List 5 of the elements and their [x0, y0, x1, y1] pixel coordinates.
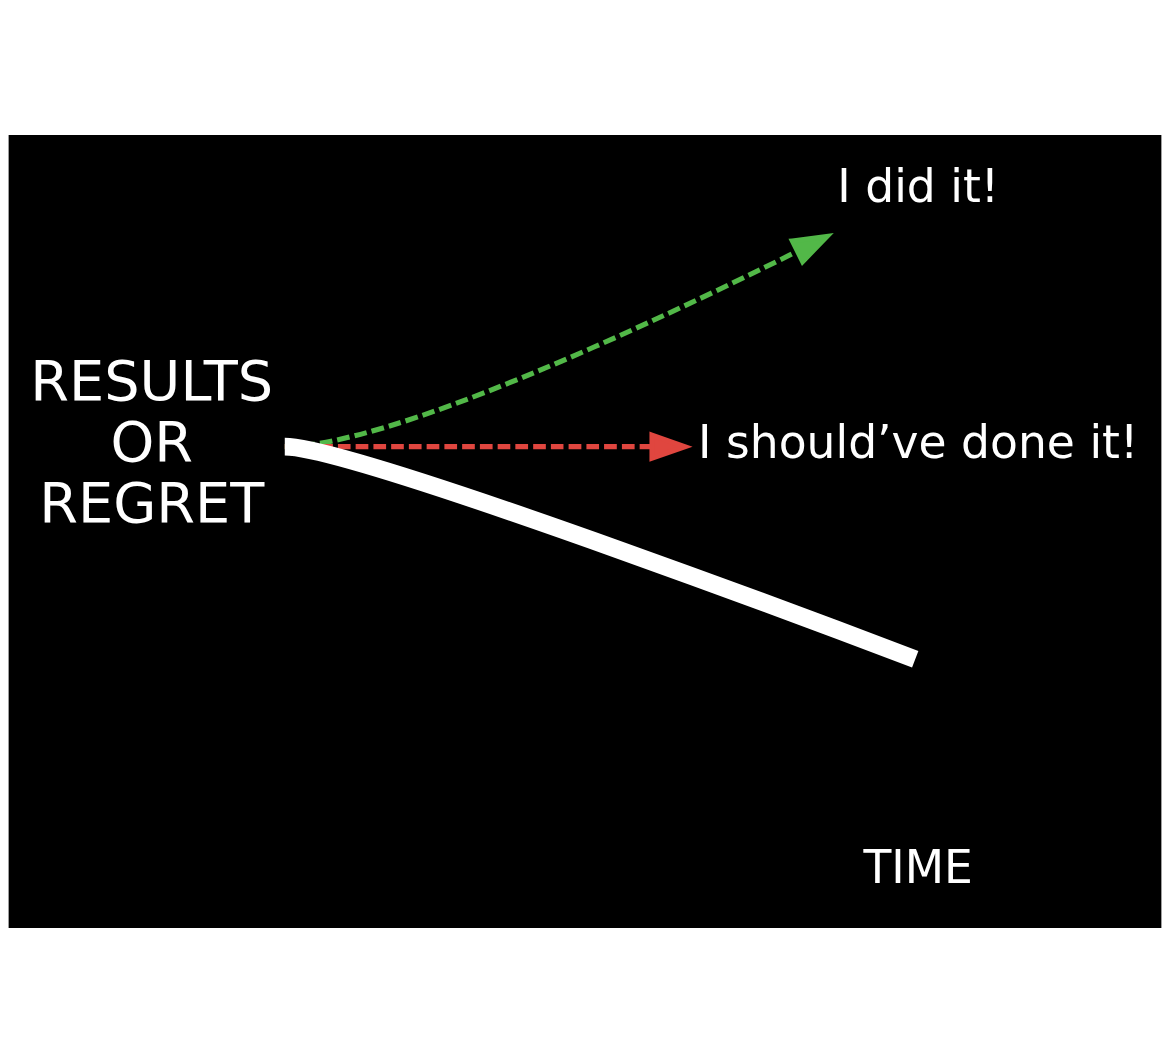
node-text: RESULTS OR REGRET	[30, 348, 274, 535]
node-text: I should’ve done it!	[698, 415, 1139, 469]
connector	[283, 437, 919, 668]
label: TIME	[863, 841, 973, 895]
node-text: I did it!	[837, 159, 1000, 213]
